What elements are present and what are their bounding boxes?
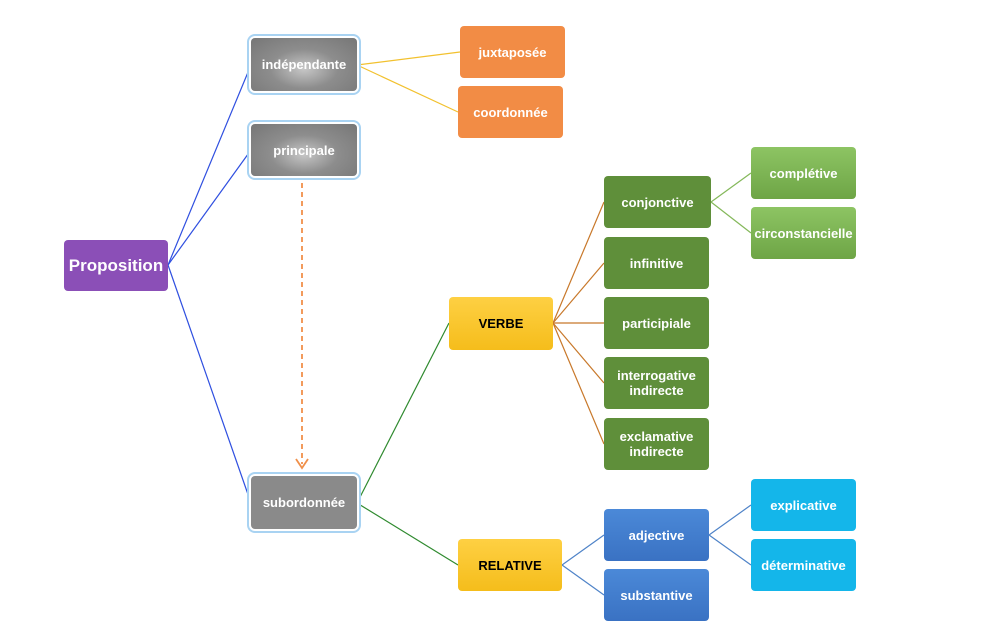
node-independante: indépendante: [251, 38, 357, 91]
node-proposition: Proposition: [64, 240, 168, 291]
link-independante-coordonnee: [356, 64, 459, 113]
arrowhead-icon: [295, 458, 309, 470]
link-proposition-principale: [167, 149, 252, 266]
node-conjonctive: conjonctive: [604, 176, 711, 228]
link-subordonnee-verbe: [356, 322, 450, 504]
link-proposition-independante: [167, 64, 252, 266]
link-adjective-explicative: [708, 504, 752, 536]
link-verbe-interrogative: [552, 322, 605, 384]
link-subordonnee-relative: [356, 502, 459, 566]
node-substantive: substantive: [604, 569, 709, 621]
link-independante-juxtaposee: [356, 51, 461, 66]
link-conjonctive-completive: [710, 172, 752, 203]
node-exclamative-indirecte: exclamative indirecte: [604, 418, 709, 470]
node-verbe: VERBE: [449, 297, 553, 350]
node-infinitive: infinitive: [604, 237, 709, 289]
node-principale: principale: [251, 124, 357, 176]
node-interrogative-indirecte: interrogative indirecte: [604, 357, 709, 409]
node-completive: complétive: [751, 147, 856, 199]
link-conjonctive-circonstancielle: [710, 201, 752, 234]
link-verbe-infinitive: [552, 262, 605, 324]
link-proposition-subordonnee: [167, 264, 252, 504]
link-relative-adjective: [561, 534, 605, 566]
node-explicative: explicative: [751, 479, 856, 531]
link-verbe-conjonctive: [552, 201, 605, 324]
node-adjective: adjective: [604, 509, 709, 561]
node-circonstancielle: circonstancielle: [751, 207, 856, 259]
link-verbe-exclamative: [552, 322, 605, 445]
node-determinative: déterminative: [751, 539, 856, 591]
node-participiale: participiale: [604, 297, 709, 349]
link-relative-substantive: [561, 564, 605, 596]
node-juxtaposee: juxtaposée: [460, 26, 565, 78]
node-coordonnee: coordonnée: [458, 86, 563, 138]
node-relative: RELATIVE: [458, 539, 562, 591]
link-adjective-determinative: [708, 534, 752, 566]
node-subordonnee: subordonnée: [251, 476, 357, 529]
